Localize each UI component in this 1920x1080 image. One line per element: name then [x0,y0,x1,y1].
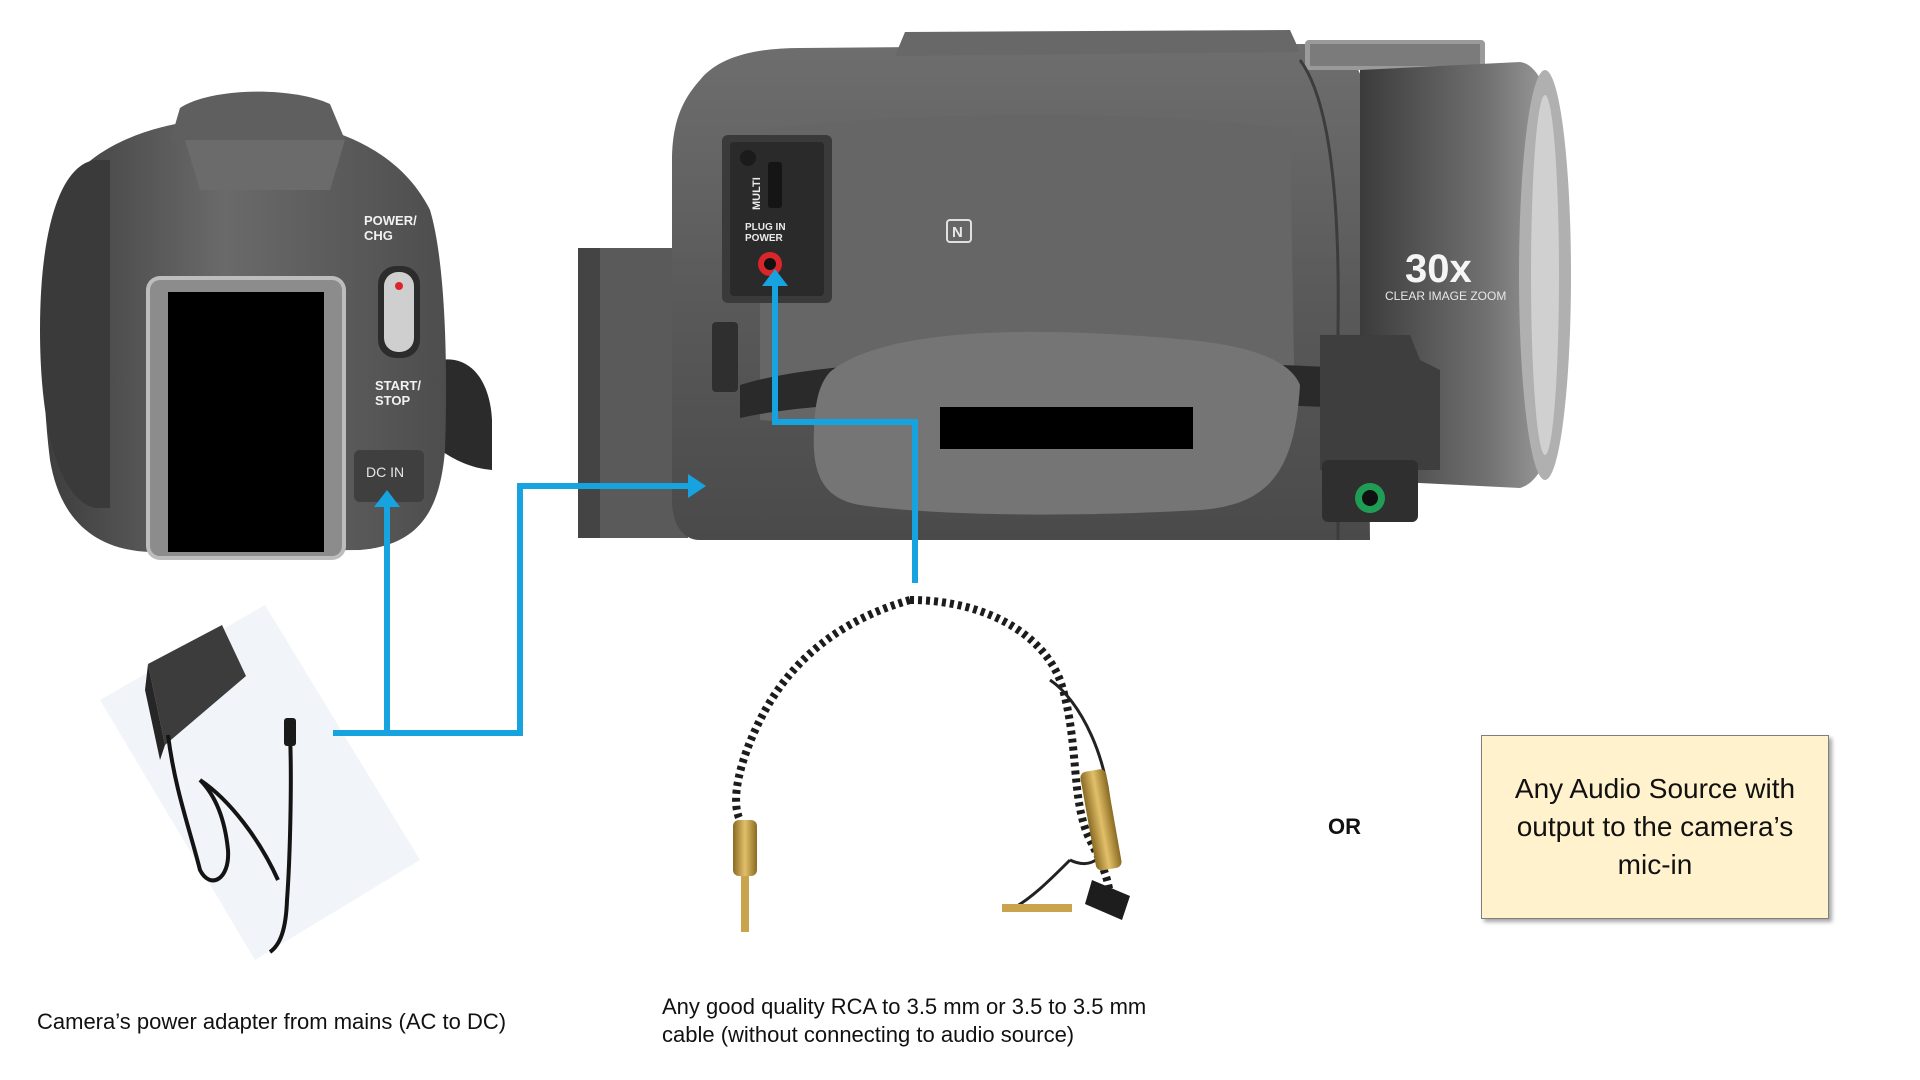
cable-caption: Any good quality RCA to 3.5 mm or 3.5 to… [662,994,1147,1047]
mic-arrowhead [762,269,788,286]
adapter-caption: Camera’s power adapter from mains (AC to… [37,1009,507,1034]
zoom-caption-label: CLEAR IMAGE ZOOM [1385,289,1506,303]
connection-lines [333,269,918,736]
dc-in-arrowhead [374,490,400,507]
plug-straight [733,820,757,876]
start-stop-label: START/ STOP [375,378,425,408]
audio-source-box: Any Audio Source with output to the came… [1481,735,1829,919]
plug-angled [1080,769,1122,871]
nfc-label: N [952,224,963,241]
or-label: OR [1328,814,1361,839]
side-arrowhead [688,474,706,498]
dc-in-label: DC IN [366,464,404,480]
zoom-value-label: 30x [1405,247,1472,291]
rear-screen [168,292,324,552]
cable-to-mic-line [772,286,918,583]
plug-in-power-label: PLUG IN POWER [745,222,788,244]
camcorder-side-view: 30x CLEAR IMAGE ZOOM N MULTI PLUG IN POW… [578,30,1571,540]
audio-source-text: Any Audio Source with output to the came… [1514,773,1796,880]
multi-port [768,162,782,208]
nfc-icon [946,219,972,243]
adapter-to-side-line [387,483,688,736]
coiled-audio-cable-icon [732,596,1130,932]
dc-in-port [354,450,424,502]
camcorder-rear-view: POWER/ CHG START/ STOP DC IN [40,91,492,560]
power-adapter-icon [100,605,420,960]
multi-label: MULTI [751,177,763,210]
redacted-area [940,407,1193,449]
power-chg-label: POWER/ CHG [364,213,420,243]
